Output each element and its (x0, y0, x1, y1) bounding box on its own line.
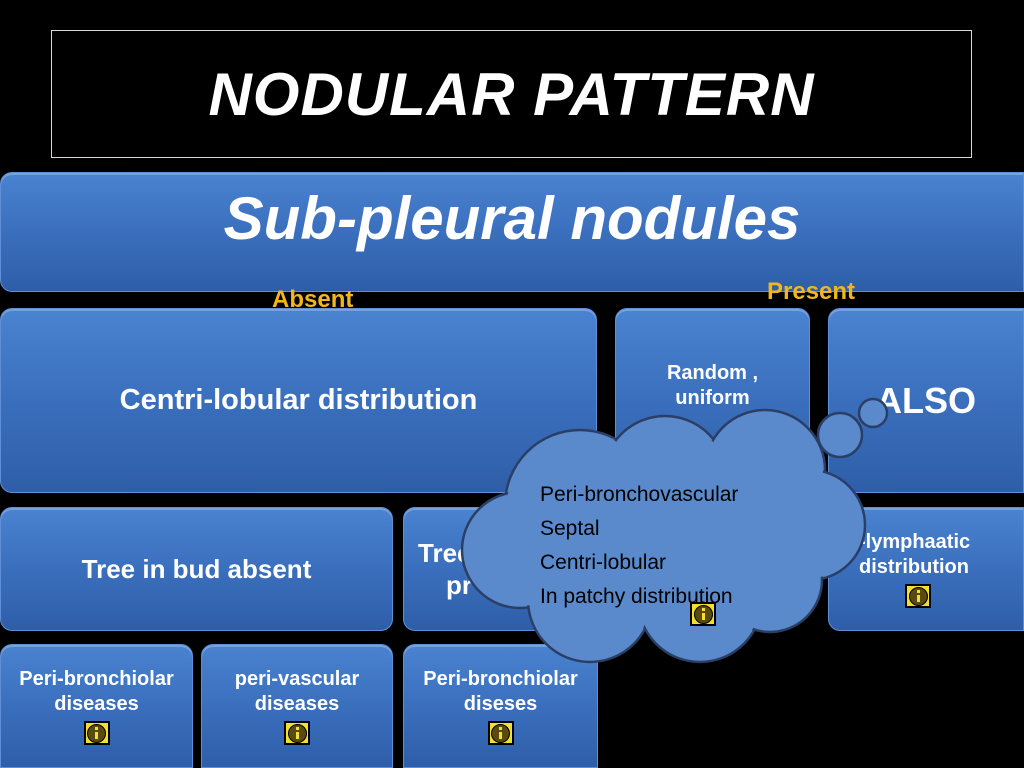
cloud-line: Centri-lobular (540, 551, 667, 574)
peri-bronchiolar-line1: Peri-bronchiolar (19, 668, 174, 690)
tree-absent-text: Tree in bud absent (81, 553, 312, 584)
also-box: ALSO (828, 308, 1024, 493)
tree-absent-box: Tree in bud absent (0, 507, 393, 631)
banner-text: Sub-pleural nodules (223, 184, 801, 252)
centrilobular-box: Centri-lobular distribution (0, 308, 597, 493)
title-box: NODULAR PATTERN (51, 30, 972, 158)
cloud-line: In patchy distribution (540, 585, 733, 608)
peri-bronchiolar-2-box: Peri-bronchiolar diseses (403, 644, 598, 768)
perilymphatic-line2: distribution (859, 556, 969, 578)
random-line1: Random , (666, 362, 759, 384)
present-label: Present (767, 278, 856, 305)
cloud-text: Peri-bronchovascular Septal Centri-lobul… (540, 478, 738, 614)
peri-vascular-line2: diseases (254, 693, 340, 715)
peri-bronchiolar-2-line1: Peri-bronchiolar (423, 668, 578, 690)
info-icon[interactable] (487, 721, 514, 745)
peri-bronchiolar-line2: diseases (54, 693, 139, 715)
random-line2: uniform (675, 387, 750, 409)
peri-bronchiolar-box: Peri-bronchiolar diseases (0, 644, 193, 768)
subpleural-banner: Sub-pleural nodules (0, 172, 1024, 292)
peri-vascular-box: peri-vascular diseases (201, 644, 393, 768)
peri-vascular-line1: peri-vascular (234, 668, 360, 690)
info-icon[interactable] (284, 721, 310, 745)
info-icon[interactable] (83, 721, 110, 745)
info-icon[interactable] (690, 602, 716, 626)
perilymphatic-box: -lymphaatic distribution (828, 507, 1024, 631)
random-box: Random , uniform (615, 308, 810, 493)
centrilobular-text: Centri-lobular distribution (119, 384, 478, 417)
tree-present-line1: Tree (418, 537, 472, 568)
also-text: ALSO (875, 380, 976, 421)
cloud-line: Septal (540, 517, 600, 540)
info-icon[interactable] (905, 584, 931, 608)
page-title: NODULAR PATTERN (208, 60, 815, 128)
perilymphatic-line1: -lymphaatic (859, 531, 971, 553)
tree-present-line2: pr (446, 570, 472, 600)
cloud-line: Peri-bronchovascular (540, 483, 739, 506)
peri-bronchiolar-2-line2: diseses (463, 693, 538, 715)
